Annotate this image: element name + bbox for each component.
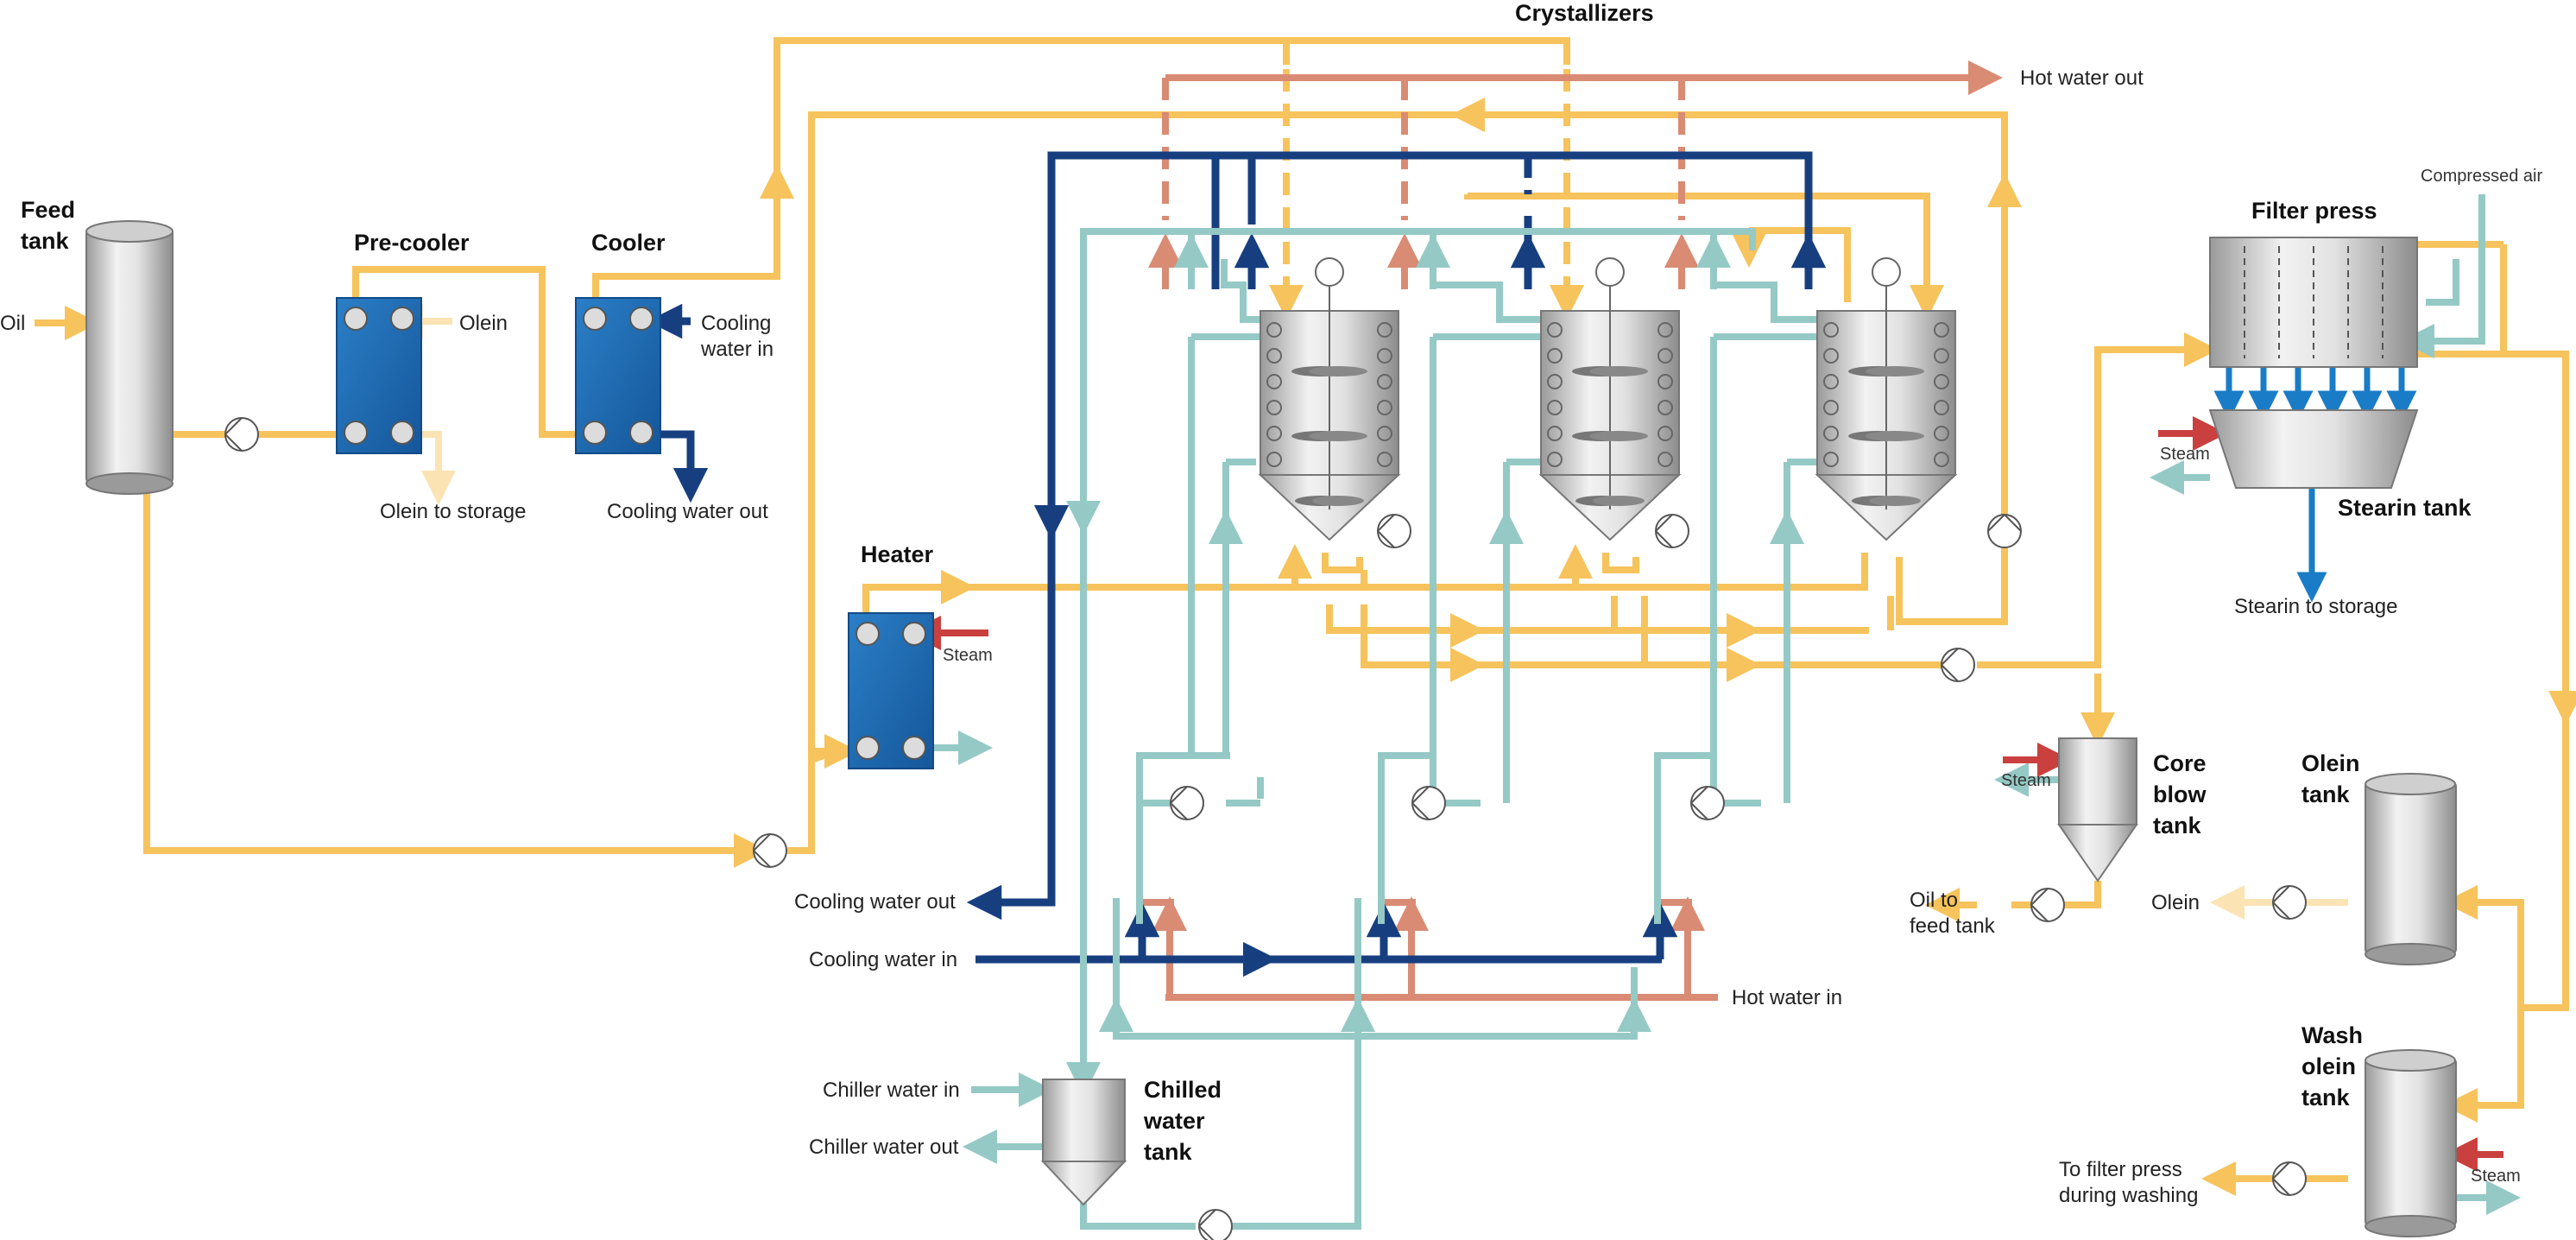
pump-icon (1655, 514, 1689, 548)
pump-icon (1987, 514, 2022, 548)
piping (35, 37, 2576, 1230)
stearin-tank (2208, 409, 2419, 489)
pump-icon (1941, 648, 1975, 682)
feed-tank-label: Feed tank (21, 197, 82, 254)
pump-icon (1170, 786, 1204, 820)
crystallizers-label: Crystallizers (1515, 0, 1654, 26)
oil-to-feed-tank-label: Oil to feed tank (1910, 889, 1996, 938)
pump-icon (1411, 786, 1446, 820)
wash-olein-tank-label: Wash olein tank (2301, 1022, 2370, 1110)
chiller-water-in-label: Chiller water in (823, 1079, 960, 1102)
feed-tank (85, 220, 174, 495)
to-filter-press-label: To filter press during washing (2059, 1158, 2198, 1207)
cooling-water-in-bottom-label: Cooling water in (809, 948, 957, 971)
wash-olein-tank (2364, 1049, 2457, 1237)
oil-to-feed-tank-line-2: feed tank (1910, 914, 1996, 938)
to-filter-press-line-2: during washing (2059, 1184, 2198, 1207)
cooling-water-out-top-label: Cooling water out (607, 500, 768, 523)
cooler-to-crystallizer-pipe (592, 37, 1570, 304)
cooling-water-return-pipe (1047, 151, 1813, 501)
cooler-exchanger (575, 297, 661, 454)
olein-tank-line-2: tank (2301, 781, 2351, 807)
wash-olein-tank-line-3: tank (2301, 1085, 2351, 1110)
pump-icon (2030, 888, 2065, 922)
cooling-water-in-top-line-2: water in (700, 338, 773, 361)
steam-wash-label: Steam (2471, 1167, 2521, 1186)
heater-label: Heater (861, 541, 934, 567)
filter-press-to-wash-pipe (2417, 351, 2569, 1123)
olein-out-label: Olein (2151, 891, 2200, 914)
cooling-water-in-top-label: Cooling water in (700, 312, 777, 361)
olein-in-label: Olein (459, 312, 508, 335)
steam-core-label: Steam (2001, 771, 2051, 790)
pump-icon (2272, 885, 2307, 920)
stearin-tank-label: Stearin tank (2338, 495, 2472, 521)
hot-water-out-label: Hot water out (2020, 66, 2144, 90)
olein-tank-label: Olein tank (2301, 750, 2366, 807)
core-blow-tank-line-2: blow (2153, 781, 2207, 807)
pump-icon (753, 833, 787, 868)
pump-icon (1377, 514, 1411, 548)
core-blow-tank-line-3: tank (2153, 813, 2202, 838)
hot-water-in-label: Hot water in (1732, 986, 1842, 1009)
cooling-water-in-top-line: Cooling (701, 312, 771, 335)
labels: Crystallizers Hot water out Feed tank Oi… (0, 0, 2543, 1207)
cooler-label: Cooler (591, 230, 666, 256)
chilled-water-tank-line: Chilled (1144, 1077, 1222, 1103)
filter-press (2209, 237, 2418, 368)
feed-to-heater-pipe (143, 484, 768, 868)
core-blow-tank-label: Core blow tank (2153, 750, 2213, 838)
pump-icon (1690, 786, 1725, 820)
stearin-to-storage-label: Stearin to storage (2234, 595, 2397, 618)
pre-cooler-exchanger (336, 297, 422, 454)
crystallizer-2 (1540, 257, 1680, 541)
feed-tank-label-line: Feed (21, 197, 75, 223)
crystallizer-1 (1260, 257, 1399, 541)
feed-tank-label-line-2: tank (21, 228, 70, 254)
crystallizer-3 (1816, 257, 1956, 541)
wash-olein-tank-line-2: olein (2301, 1053, 2356, 1079)
precooler-to-cooler-pipe (352, 266, 577, 438)
chilled-water-tank-label: Chilled water tank (1143, 1077, 1228, 1165)
heater-exchanger (848, 612, 934, 769)
chilled-water-return-pipe (1113, 898, 1638, 1040)
olein-tank (2364, 773, 2457, 965)
pump-icon (1198, 1209, 1233, 1240)
chilled-water-tank (1040, 1079, 1127, 1206)
chilled-water-tank-line-2: water (1143, 1108, 1205, 1134)
compressed-air-label: Compressed air (2421, 167, 2543, 186)
to-filter-press-line: To filter press (2059, 1158, 2182, 1181)
steam-heater-label: Steam (943, 646, 993, 665)
filter-press-label: Filter press (2251, 198, 2377, 224)
pump-icon (224, 417, 259, 452)
olein-tank-line: Olein (2301, 750, 2360, 776)
recycle-loop-pipe (787, 111, 2008, 854)
wash-olein-tank-line: Wash (2301, 1022, 2363, 1048)
oil-to-feed-tank-line: Oil to (1910, 889, 1958, 912)
to-filter-press-pipe (1977, 332, 2219, 668)
olein-to-storage-label: Olein to storage (380, 500, 526, 523)
steam-stearin-label: Steam (2160, 445, 2210, 464)
chilled-water-tank-line-3: tank (1144, 1139, 1193, 1165)
pre-cooler-label: Pre-cooler (354, 230, 470, 256)
cooling-water-out-bottom-label: Cooling water out (794, 890, 956, 914)
core-blow-tank-line: Core (2153, 750, 2207, 776)
oil-label: Oil (0, 312, 25, 335)
chiller-water-out-label: Chiller water out (809, 1136, 959, 1159)
core-blow-tank (2057, 737, 2138, 883)
pump-icon (2272, 1161, 2307, 1196)
chilled-water-supply-pipe (1080, 228, 1756, 1071)
